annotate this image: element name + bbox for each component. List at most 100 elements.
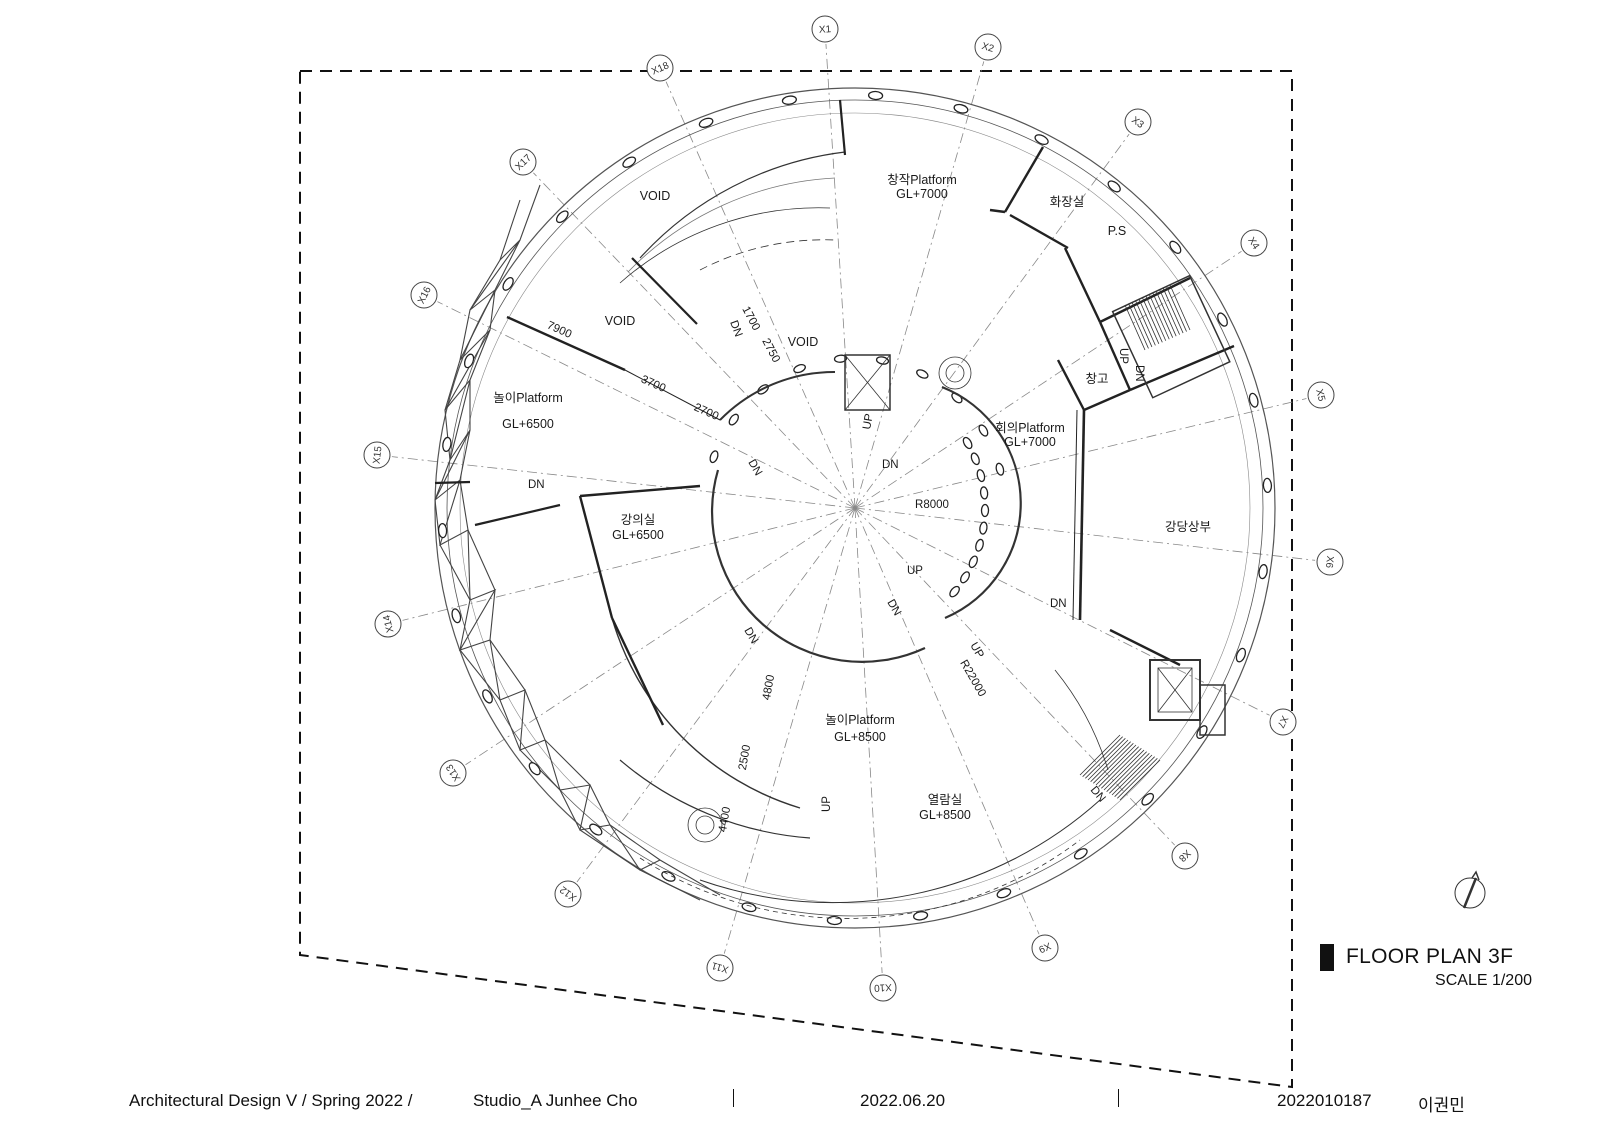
play-platform-south-level: GL+8500 <box>834 730 886 744</box>
grid-bubble: X2 <box>974 33 1002 61</box>
grid-bubble: X9 <box>1031 934 1059 962</box>
footer-studio: Studio_A Junhee Cho <box>473 1091 638 1110</box>
creation-platform-label: 창작Platform <box>887 173 957 187</box>
grid-axis-label: X9 <box>1036 940 1052 955</box>
stair-dn-4: DN <box>528 479 545 491</box>
grid-lines <box>391 43 1316 974</box>
stair-dn-5: DN <box>884 598 903 618</box>
stair-direction-marks: DN UP DN DN DN UP DN UP DN DN UP DN UP D… <box>528 319 1145 812</box>
grid-line <box>854 250 1242 509</box>
grid-bubble: X4 <box>1240 229 1268 257</box>
column <box>979 521 988 535</box>
grid-bubble: X14 <box>374 610 402 638</box>
grid-line <box>854 507 1175 846</box>
grid-line <box>854 61 985 509</box>
grid-line <box>391 456 856 509</box>
stair-tread <box>1106 751 1147 792</box>
meeting-platform-label: 회의Platform <box>995 421 1065 435</box>
stair-dn-7: DN <box>741 626 760 646</box>
lecture-room-level: GL+6500 <box>612 528 664 542</box>
dim-4800: 4800 <box>761 674 777 701</box>
stair-dn-6: DN <box>1050 598 1067 610</box>
stair-tread <box>1117 758 1158 799</box>
column <box>913 911 929 921</box>
footer-date: 2022.06.20 <box>860 1091 946 1110</box>
stair-tread <box>1131 301 1153 348</box>
grid-line <box>854 507 1040 935</box>
dim-7900: 7900 <box>545 320 573 341</box>
ps-label: P.S <box>1108 224 1127 238</box>
column <box>442 436 452 452</box>
auditorium-upper-label: 강당상부 <box>1165 520 1211 534</box>
column <box>968 555 978 569</box>
stair-tread <box>1098 746 1139 787</box>
play-platform-south-label: 놀이Platform <box>825 713 895 727</box>
void-label-3: VOID <box>788 335 819 349</box>
drawing-scale: SCALE 1/200 <box>1435 972 1532 989</box>
outer-rings <box>434 87 1276 929</box>
drawing-title: FLOOR PLAN 3F <box>1346 945 1514 968</box>
column <box>728 413 739 426</box>
stair-tread <box>1087 739 1129 781</box>
column <box>555 210 569 224</box>
column <box>875 356 890 365</box>
grid-line <box>665 81 856 509</box>
stair-tread <box>1103 749 1145 791</box>
column <box>482 689 493 704</box>
column <box>1258 564 1268 580</box>
grid-bubble: X12 <box>554 880 582 908</box>
play-platform-west-level: GL+6500 <box>502 417 554 431</box>
column <box>661 870 676 882</box>
footer-course: Architectural Design V / Spring 2022 / <box>129 1091 413 1110</box>
column <box>970 452 980 466</box>
footer-separator-2 <box>1118 1089 1119 1107</box>
storage-label: 창고 <box>1085 372 1108 386</box>
site-boundary <box>299 70 1293 1089</box>
grid-bubble: X13 <box>439 759 467 787</box>
column <box>949 585 960 598</box>
grid-bubble: X8 <box>1171 842 1199 870</box>
dim-4400: 4400 <box>717 806 733 833</box>
dim-2700: 2700 <box>692 402 720 423</box>
stair-tread <box>1128 303 1149 349</box>
void-label-1: VOID <box>640 189 671 203</box>
column <box>1169 240 1182 254</box>
column <box>833 354 848 363</box>
play-platform-west-label: 놀이Platform <box>493 391 563 405</box>
stair-tread <box>1155 290 1177 337</box>
grid-bubble: X6 <box>1316 548 1344 576</box>
column <box>979 486 989 500</box>
stair-tread <box>1141 297 1163 343</box>
column <box>976 469 986 483</box>
column <box>1073 848 1088 860</box>
grid-bubble: X17 <box>509 148 537 176</box>
stair-up-1: UP <box>861 412 876 430</box>
stair-up-5: UP <box>821 796 833 812</box>
column <box>741 902 757 913</box>
column <box>528 762 541 776</box>
column <box>698 117 714 128</box>
grid-bubble: X3 <box>1124 108 1152 136</box>
column <box>995 462 1005 476</box>
stair-tread <box>1082 736 1123 777</box>
grid-line <box>825 43 856 509</box>
stair-tread <box>1159 289 1180 335</box>
grid-line <box>854 398 1307 509</box>
column <box>437 522 448 539</box>
column <box>1235 647 1247 663</box>
stair-tread <box>1101 748 1142 789</box>
column <box>1107 180 1121 193</box>
grid-line <box>465 507 856 766</box>
grid-bubble: X1 <box>811 15 839 43</box>
column <box>709 450 719 464</box>
walls <box>434 99 1235 726</box>
north-arrow <box>1454 870 1486 909</box>
stair-tread <box>1138 298 1160 345</box>
inner-rings <box>611 151 1109 919</box>
column <box>1141 792 1155 806</box>
column <box>622 156 637 168</box>
stair-tread <box>1119 759 1161 801</box>
reading-room-label: 열람실 <box>928 793 963 807</box>
stair-tread <box>1148 294 1170 340</box>
